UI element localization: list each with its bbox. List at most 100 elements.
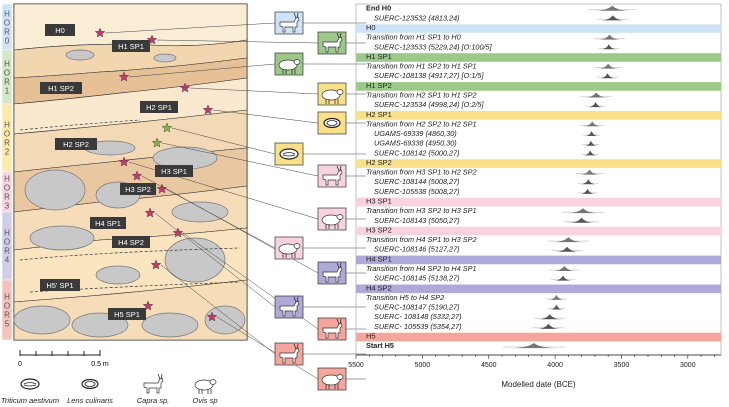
phase-label: H1 SP2 xyxy=(366,81,392,90)
date-label: SUERC-108144 (5008,27) xyxy=(374,177,460,186)
legend-label: Capra sp. xyxy=(137,396,170,405)
date-label: SUERC-108147 (5190,27) xyxy=(374,303,460,312)
legend-label: Triticum aestivum xyxy=(1,396,59,405)
sample-star xyxy=(156,183,168,194)
lentil-icon xyxy=(323,117,341,129)
x-tick-label: 5000 xyxy=(415,362,431,369)
horizon-label-char: R xyxy=(4,311,10,320)
sample-star xyxy=(161,122,173,133)
phase-label: H0 xyxy=(366,23,376,32)
legend-label: Ovis sp xyxy=(192,396,217,405)
phase-label: H4 SP1 xyxy=(366,254,392,263)
section-label-box xyxy=(108,308,146,320)
section-label-box xyxy=(55,138,97,150)
date-label: SUERC-123534 (4998,24) [O:2/5] xyxy=(374,100,484,109)
phase-band xyxy=(356,332,721,342)
phase-band xyxy=(356,24,721,33)
horizon-label-char: H xyxy=(4,175,10,184)
probability-distribution xyxy=(597,34,622,40)
horizon-label-char: H xyxy=(4,60,10,69)
section-label-box xyxy=(40,279,80,291)
goat-icon xyxy=(143,373,164,394)
phase-label: H3 SP1 xyxy=(366,197,392,206)
x-tick-label: 3500 xyxy=(614,362,630,369)
connector-line xyxy=(160,264,276,355)
connector-line xyxy=(212,109,319,124)
connector-line xyxy=(171,127,276,155)
horizon-label-char: 4 xyxy=(5,256,10,265)
section-label: H1 SP2 xyxy=(48,84,74,93)
date-label: SUERC-123532 (4813,24) xyxy=(374,13,460,22)
probability-distribution xyxy=(600,15,625,21)
x-axis-label: Modelled date (BCE) xyxy=(501,380,576,389)
horizon-label-char: R xyxy=(4,78,10,87)
transition-label: Transition from H4 SP2 to H4 SP1 xyxy=(366,264,477,273)
sample-star xyxy=(118,71,130,82)
connector-line xyxy=(154,212,276,308)
species-icon-column xyxy=(274,11,347,391)
connector-line xyxy=(104,22,276,34)
phase-label: H2 SP2 xyxy=(366,158,392,167)
phase-label: H3 SP2 xyxy=(366,225,392,234)
transition-label: Transition from H1 SP1 to H0 xyxy=(366,33,461,42)
section-label: H1 SP1 xyxy=(118,42,144,51)
transition-label: Transition from H3 SP1 to H2 SP2 xyxy=(366,168,477,177)
probability-distribution xyxy=(584,131,599,137)
phase-band xyxy=(356,197,721,207)
probability-distribution xyxy=(578,169,601,175)
probability-distribution xyxy=(548,294,565,300)
horizon-label-char: 2 xyxy=(5,148,10,157)
scale-tick-0: 0 xyxy=(18,361,22,368)
wheat-grain-icon xyxy=(20,378,40,390)
sheep-icon xyxy=(194,379,217,395)
probability-distribution xyxy=(555,246,579,252)
phase-band xyxy=(356,111,721,120)
probability-distribution xyxy=(600,44,617,50)
phase-label: H2 SP1 xyxy=(366,110,392,119)
section-label-box xyxy=(120,183,156,195)
lentil-icon xyxy=(81,378,99,390)
transition-label: Transition from H2 SP2 to H2 SP1 xyxy=(366,119,477,128)
scale-bar: 0 0.5 m xyxy=(18,350,109,368)
section-label: H4 SP1 xyxy=(95,219,121,228)
section-label: H2 SP2 xyxy=(63,140,89,149)
horizon-label-char: 0 xyxy=(5,37,10,46)
wheat-icon xyxy=(279,148,299,160)
probability-distribution xyxy=(553,275,573,281)
horizon-label-char: 1 xyxy=(5,87,10,96)
probability-distribution xyxy=(579,188,596,194)
legend-label: Lens culinaris xyxy=(67,396,113,405)
sample-star xyxy=(172,227,184,238)
sample-star xyxy=(144,207,156,218)
horizon-label-char: H xyxy=(4,229,10,238)
boundary-label: Start H5 xyxy=(366,341,394,350)
horizon-label-char: O xyxy=(4,184,10,193)
probability-distribution xyxy=(597,63,619,69)
section-label-box xyxy=(45,24,75,36)
probability-distribution xyxy=(583,150,597,156)
date-label: UGAMS-69339 (4860,30) xyxy=(374,129,457,138)
transition-label: Transition from H3 SP2 to H3 SP1 xyxy=(366,206,477,215)
phase-label: H1 SP1 xyxy=(366,52,392,61)
section-label-box xyxy=(155,165,193,177)
date-label: SUERC-105538 (5008,27) xyxy=(374,187,460,196)
section-label: H3 SP1 xyxy=(161,167,187,176)
horizon-label-char: R xyxy=(4,247,10,256)
horizon-label-char: R xyxy=(4,193,10,202)
probability-distribution xyxy=(584,140,598,146)
phase-band xyxy=(356,284,721,294)
probability-distribution xyxy=(552,237,585,243)
section-label-box xyxy=(90,217,126,229)
horizon-label-char: R xyxy=(4,139,10,148)
section-label: H4 SP2 xyxy=(118,238,144,247)
sample-star xyxy=(94,27,106,38)
phase-label: H4 SP2 xyxy=(366,283,392,292)
sample-star xyxy=(202,104,214,115)
connector-line xyxy=(189,87,319,95)
probability-distribution xyxy=(580,179,597,185)
date-label: SUERC- 105539 (5354,27) xyxy=(374,322,462,331)
sample-star xyxy=(131,170,143,181)
transition-label: Transition from H4 SP1 to H3 SP2 xyxy=(366,235,477,244)
